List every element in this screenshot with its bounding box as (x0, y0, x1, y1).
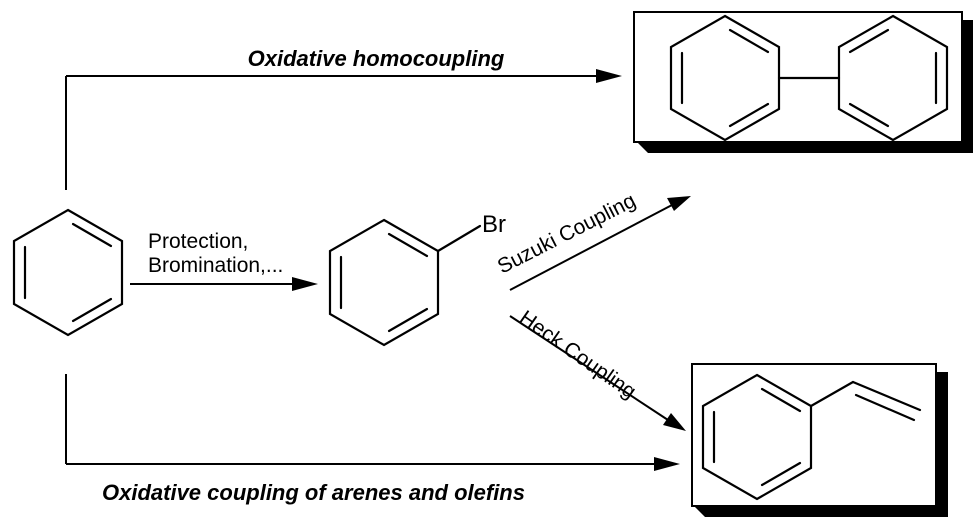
protection-label: Protection, (148, 230, 248, 253)
bromine-label: Br (482, 211, 506, 238)
protection-arrow (130, 277, 318, 291)
bromination-label: Bromination,... (148, 254, 283, 277)
styrene-molecule (701, 373, 922, 501)
benzene-molecule (12, 208, 124, 337)
styrene-product-box (691, 363, 948, 517)
oxidative-coupling-arrow (65, 374, 680, 471)
suzuki-arrow (509, 196, 691, 291)
homocoupling-label: Oxidative homocoupling (248, 46, 505, 71)
oxidative-coupling-label: Oxidative coupling of arenes and olefins (102, 480, 525, 505)
heck-arrow (509, 315, 686, 431)
homocoupling-arrow (65, 69, 622, 190)
biphenyl-product-box (633, 11, 973, 153)
heck-label: Heck Coupling (515, 306, 640, 403)
bromobenzene-molecule: Br (328, 211, 506, 347)
biphenyl-molecule (669, 14, 949, 142)
